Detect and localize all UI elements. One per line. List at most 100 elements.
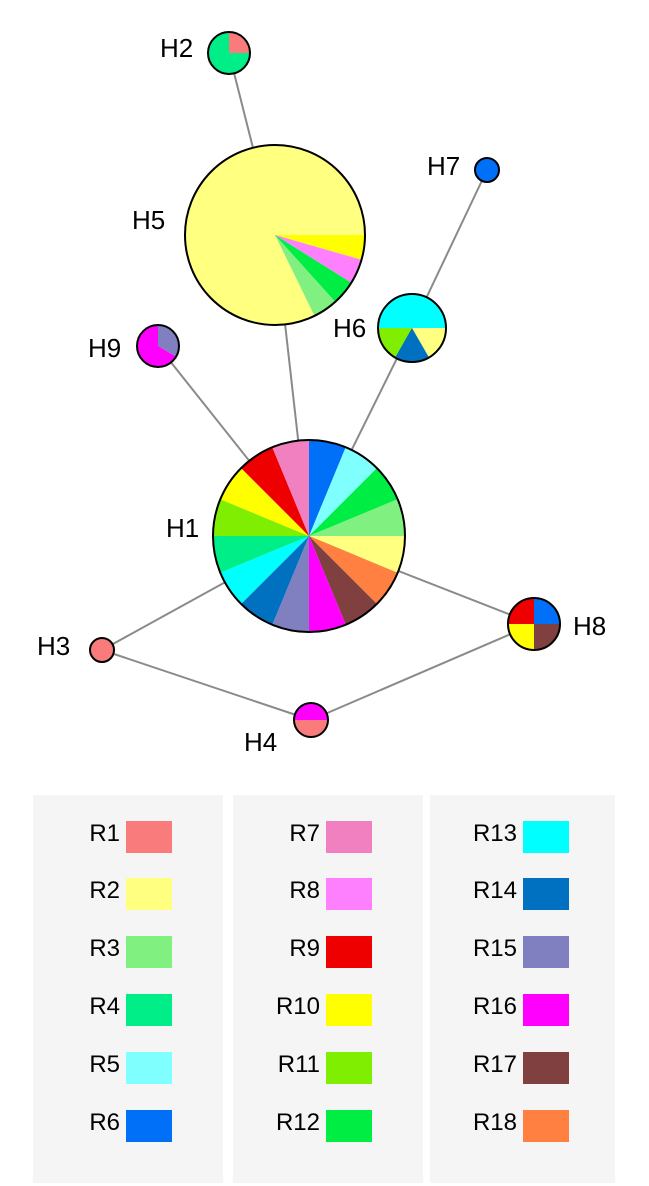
slice-h1-r15 (272, 536, 309, 632)
legend-column-3 (430, 795, 615, 1183)
legend-swatch-r8 (326, 878, 372, 910)
node-outline-h5 (184, 144, 366, 326)
slice-h1-r14 (241, 536, 309, 625)
node-label-h4: H4 (244, 727, 277, 757)
legend-swatch-r9 (326, 936, 372, 968)
node-label-h5: H5 (132, 205, 165, 235)
slice-h1-r11 (213, 499, 309, 536)
slice-h6-r13 (378, 294, 446, 328)
slice-h1-r17 (309, 536, 377, 625)
node-label-h2: H2 (160, 33, 193, 63)
node-h7 (474, 157, 500, 183)
node-h3 (89, 637, 115, 663)
legend-label-r18: R18 (472, 1109, 517, 1136)
node-outline-h8 (507, 597, 561, 651)
slice-h1-r5 (309, 447, 377, 536)
node-h9 (136, 324, 180, 368)
legend-swatch-r6 (126, 1110, 172, 1142)
slice-h1-r9 (241, 447, 309, 536)
legend-label-r10: R10 (275, 993, 320, 1020)
slice-h1-r6 (309, 440, 346, 536)
node-outline-h6 (377, 293, 447, 363)
legend-label-r7: R7 (289, 820, 320, 847)
legend-label-r5: R5 (89, 1051, 120, 1078)
slice-h2-r1 (229, 32, 250, 53)
node-h8 (507, 597, 561, 651)
node-h5 (184, 144, 366, 326)
legend-swatch-r13 (523, 821, 569, 853)
network-nodes (89, 31, 561, 738)
slice-h1-r10 (220, 468, 309, 536)
node-label-h9: H9 (88, 333, 121, 363)
legend-label-r14: R14 (472, 877, 517, 904)
node-label-h8: H8 (573, 611, 606, 641)
slice-h5-r12 (275, 235, 352, 302)
legend-label-r11: R11 (277, 1051, 320, 1078)
legend-label-r9: R9 (289, 935, 320, 962)
legend-swatch-r14 (523, 878, 569, 910)
legend-label-r4: R4 (89, 993, 120, 1020)
slice-h1-r16 (309, 536, 346, 632)
node-h4 (293, 702, 329, 738)
legend-label-r15: R15 (472, 935, 517, 962)
legend-swatch-r15 (523, 936, 569, 968)
node-outline-h1 (212, 439, 406, 633)
legend-label-r3: R3 (89, 935, 120, 962)
node-outline-h7 (474, 157, 500, 183)
slice-h4-r1 (294, 720, 328, 737)
slice-h9-r16 (137, 325, 177, 367)
slice-h8-r9 (508, 598, 534, 624)
legend-label-r8: R8 (289, 877, 320, 904)
node-h6 (377, 293, 447, 363)
legend-label-r2: R2 (89, 877, 120, 904)
legend-swatch-r16 (523, 994, 569, 1026)
slice-h8-r6 (534, 598, 560, 624)
node-outline-h4 (293, 702, 329, 738)
slice-h3-r1 (90, 638, 114, 662)
legend-label-r16: R16 (472, 993, 517, 1020)
slice-h1-r4 (213, 536, 309, 573)
legend-label-r12: R12 (275, 1109, 320, 1136)
node-outline-h3 (89, 637, 115, 663)
node-h1 (212, 439, 406, 633)
slice-h7-r6 (475, 158, 499, 182)
legend-swatch-r4 (126, 994, 172, 1026)
slice-h1-r13 (220, 536, 309, 604)
slice-h5-r10 (275, 235, 365, 260)
edge-h3-h4 (101, 649, 312, 721)
node-h2 (207, 31, 251, 75)
node-outline-h2 (207, 31, 251, 75)
slice-h5-r2 (185, 144, 365, 325)
slice-h1-r2 (309, 536, 405, 573)
legend-swatch-r11 (326, 1052, 372, 1084)
slice-h1-r18 (309, 536, 398, 604)
slice-h4-r16 (294, 703, 328, 720)
legend-swatch-r1 (126, 821, 172, 853)
node-label-h6: H6 (333, 313, 366, 343)
node-label-h7: H7 (427, 151, 460, 181)
node-label-h1: H1 (166, 513, 199, 543)
slice-h5-r8 (275, 235, 362, 283)
slice-h8-r17 (534, 624, 560, 650)
slice-h8-r10 (508, 624, 534, 650)
slice-h1-r12 (309, 468, 398, 536)
slice-h6-r14 (395, 328, 429, 362)
slice-h1-r7 (272, 440, 309, 536)
legend-swatch-r5 (126, 1052, 172, 1084)
legend-swatch-r7 (326, 821, 372, 853)
legend-label-r13: R13 (472, 820, 517, 847)
slice-h5-r3 (275, 235, 336, 316)
legend-swatch-r17 (523, 1052, 569, 1084)
legend-label-r6: R6 (89, 1109, 120, 1136)
edge-h4-h8 (310, 623, 535, 721)
legend-swatch-r12 (326, 1110, 372, 1142)
legend-swatch-r3 (126, 936, 172, 968)
slice-h2-r4 (208, 32, 250, 74)
slice-h1-r3 (309, 499, 405, 536)
legend-label-r17: R17 (472, 1051, 517, 1078)
legend-swatch-r2 (126, 878, 172, 910)
node-label-h3: H3 (37, 631, 70, 661)
legend-swatch-r10 (326, 994, 372, 1026)
